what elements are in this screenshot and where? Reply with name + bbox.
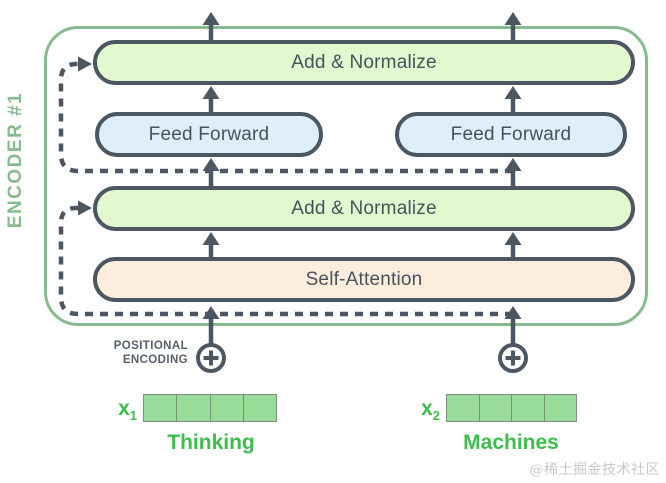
positional-encoding-line1: POSITIONAL (113, 340, 188, 352)
watermark: @稀土掘金技术社区 (529, 462, 660, 478)
input-label-x1: x1 (118, 397, 137, 424)
vector-cell (209, 395, 243, 421)
add-normalize-mid-block: Add & Normalize (93, 186, 635, 231)
vector-cell (176, 395, 209, 421)
circle-plus-icon-left (196, 343, 226, 373)
add-normalize-top-block: Add & Normalize (93, 40, 635, 85)
feed-forward-left-label: Feed Forward (148, 123, 270, 145)
encoder-label: ENCODER #1 (5, 91, 26, 229)
vector-cell (447, 395, 479, 421)
self-attention-block: Self-Attention (93, 257, 635, 302)
feed-forward-right-label: Feed Forward (450, 123, 572, 145)
vector-cell (478, 395, 512, 421)
positional-encoding-line2: ENCODING (122, 354, 188, 366)
feed-forward-right-block: Feed Forward (395, 112, 627, 157)
feed-forward-left-block: Feed Forward (95, 112, 323, 157)
vector-cell (543, 395, 577, 421)
self-attention-label: Self-Attention (305, 268, 423, 290)
vector-cell (511, 395, 544, 421)
add-normalize-mid-label: Add & Normalize (291, 197, 437, 219)
vector-cell (242, 395, 276, 421)
circle-plus-icon-right (498, 343, 528, 373)
input-vector-x1 (143, 394, 277, 422)
input-word-thinking: Thinking (167, 431, 255, 454)
input-label-x2: x2 (421, 397, 440, 424)
input-word-machines: Machines (463, 431, 559, 454)
add-normalize-top-label: Add & Normalize (291, 51, 437, 73)
vector-cell (144, 395, 176, 421)
input-vector-x2 (446, 394, 577, 422)
encoder-frame (44, 26, 648, 326)
positional-encoding-label: POSITIONAL ENCODING (58, 339, 188, 367)
